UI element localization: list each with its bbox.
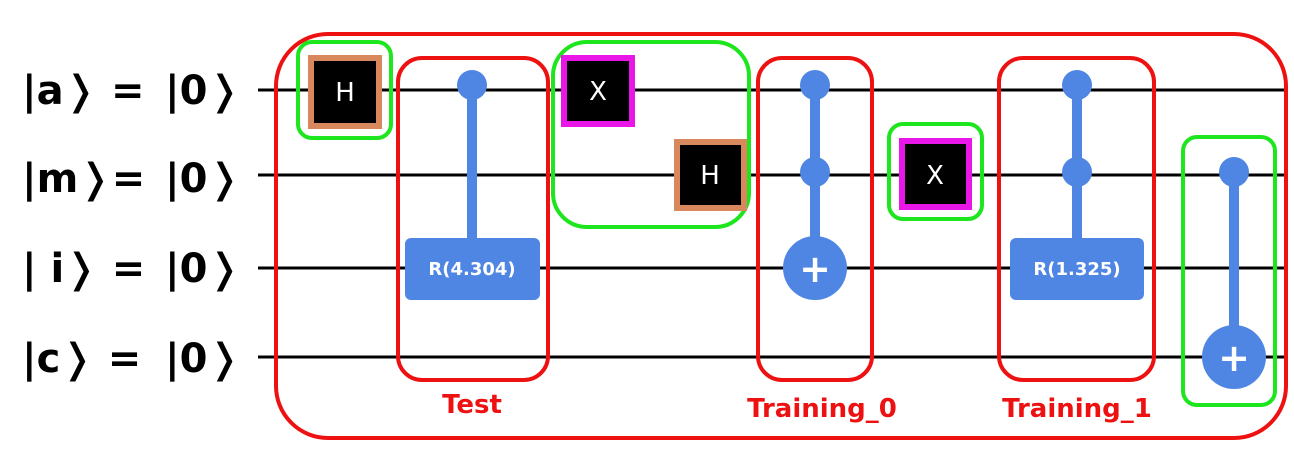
training-0-label: Training_0 bbox=[747, 394, 897, 424]
qubit-state-m: |0❭ bbox=[165, 156, 241, 203]
outer-circuit-box bbox=[274, 32, 1288, 440]
training-1-group: R(1.325) Training_1 bbox=[997, 56, 1156, 424]
training-0-target-plus: + bbox=[799, 247, 831, 291]
green-box-xh bbox=[551, 40, 751, 229]
rotation-gate-1-label: R(4.304) bbox=[428, 259, 515, 280]
training-1-box bbox=[997, 56, 1156, 382]
h-gate-group-1: H bbox=[296, 40, 393, 140]
cnot-target-plus: + bbox=[1218, 336, 1250, 380]
rotation-gate-1 bbox=[405, 238, 540, 300]
x-gate-1 bbox=[561, 55, 635, 127]
qubit-label-c: |c❭ = bbox=[22, 336, 141, 383]
wires bbox=[258, 88, 1284, 359]
training-0-box bbox=[756, 56, 874, 382]
qubit-state-i: |0❭ bbox=[165, 246, 241, 293]
training-1-control-dot-1 bbox=[1062, 70, 1092, 100]
cnot-group: + bbox=[1181, 135, 1277, 407]
test-group: R(4.304) Test bbox=[396, 56, 550, 420]
qubit-state-a: |0❭ bbox=[165, 68, 241, 115]
qubit-labels: |a❭ = |0❭ |m❭= |0❭ | i❭ = |0❭ |c❭ = |0❭ bbox=[22, 68, 241, 383]
qubit-state-c: |0❭ bbox=[165, 336, 241, 383]
training-1-label: Training_1 bbox=[1002, 394, 1152, 424]
qubit-label-a: |a❭ = bbox=[22, 68, 145, 115]
rotation-gate-2-label: R(1.325) bbox=[1033, 259, 1120, 280]
green-box-cnot bbox=[1181, 135, 1277, 407]
h-gate-1-label: H bbox=[335, 78, 355, 108]
test-control-dot bbox=[457, 70, 487, 100]
training-0-control-dot-1 bbox=[800, 70, 830, 100]
rotation-gate-2 bbox=[1010, 238, 1144, 300]
x-gate-1-label: X bbox=[589, 77, 607, 107]
h-gate-1 bbox=[308, 55, 382, 129]
x-gate-group-2: X bbox=[887, 122, 984, 221]
green-box-x2 bbox=[887, 122, 984, 221]
cnot-target bbox=[1202, 325, 1266, 389]
test-label: Test bbox=[442, 390, 502, 420]
h-gate-2 bbox=[674, 139, 747, 211]
x-gate-2 bbox=[899, 138, 972, 210]
h-gate-2-label: H bbox=[700, 161, 720, 191]
training-0-control-dot-2 bbox=[800, 157, 830, 187]
x-gate-2-label: X bbox=[926, 161, 944, 191]
training-0-target bbox=[783, 236, 847, 300]
cnot-control-dot bbox=[1219, 157, 1249, 187]
qubit-label-i: | i❭ = bbox=[22, 246, 145, 293]
training-1-control-dot-2 bbox=[1062, 157, 1092, 187]
test-box bbox=[396, 56, 550, 382]
training-0-group: + Training_0 bbox=[747, 56, 897, 424]
green-box-h1 bbox=[296, 40, 393, 140]
xh-gate-group: X H bbox=[551, 40, 751, 229]
qubit-label-m: |m❭= bbox=[22, 156, 145, 203]
